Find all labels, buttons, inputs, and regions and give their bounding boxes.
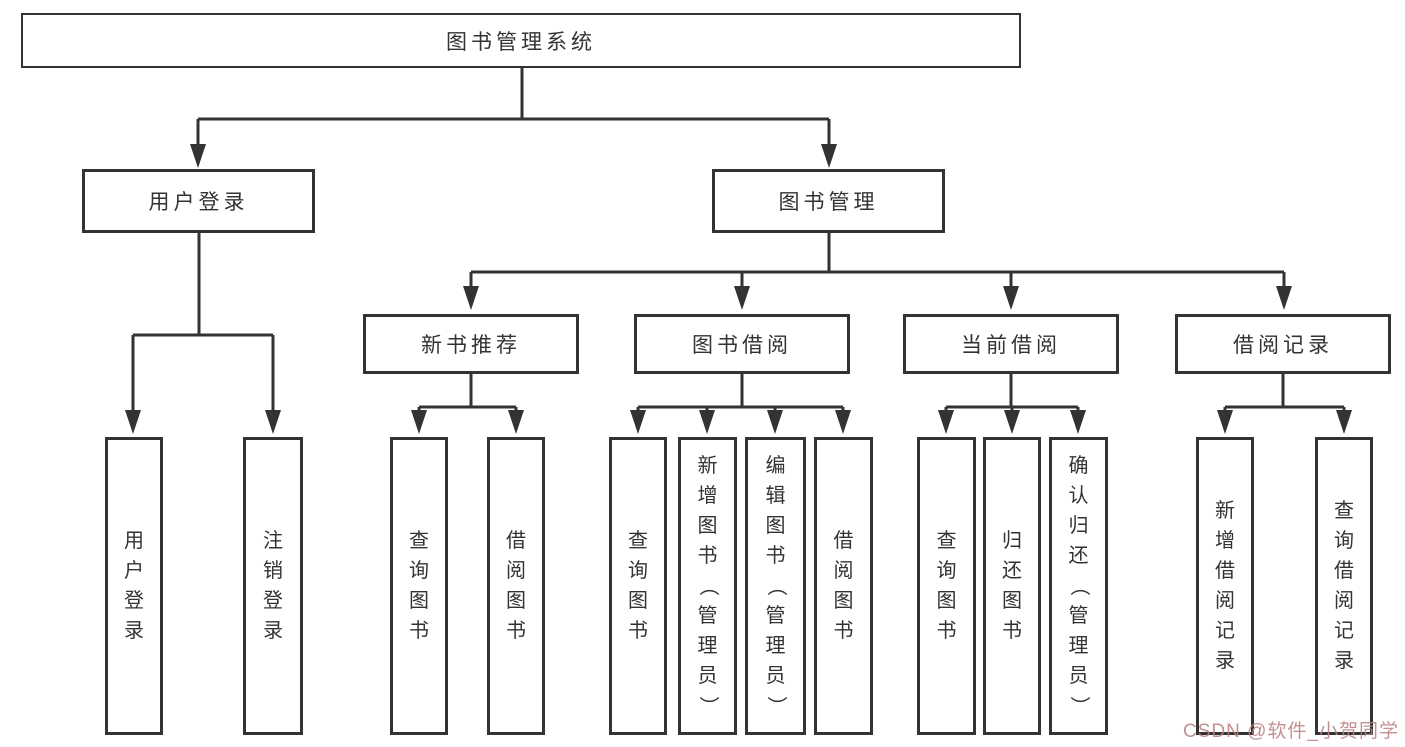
leaf-query-books-current: 查询图书 (917, 437, 976, 735)
leaf-logout: 注销登录 (243, 437, 303, 735)
node-borrow-records: 借阅记录 (1175, 314, 1391, 374)
leaf-query-books-recommend: 查询图书 (390, 437, 448, 735)
leaf-borrow-books-recommend: 借阅图书 (487, 437, 545, 735)
node-new-book-recommend: 新书推荐 (363, 314, 579, 374)
node-label: 图书借阅 (692, 334, 792, 357)
csdn-watermark: CSDN @软件_小贺同学 (1183, 721, 1399, 742)
node-root-library-system: 图书管理系统 (21, 13, 1021, 68)
leaf-borrow-books-borrowing: 借阅图书 (814, 437, 873, 735)
node-user-login: 用户登录 (82, 169, 315, 233)
leaf-query-books-borrowing: 查询图书 (609, 437, 667, 735)
node-label: 图书管理 (778, 191, 879, 214)
leaf-return-books: 归还图书 (983, 437, 1041, 735)
connector-bars (133, 68, 1344, 409)
leaf-user-login: 用户登录 (105, 437, 163, 735)
node-label: 借阅记录 (1233, 334, 1333, 357)
leaf-add-borrow-record: 新增借阅记录 (1196, 437, 1254, 735)
node-label: 当前借阅 (961, 334, 1061, 357)
node-label: 新书推荐 (421, 334, 521, 357)
node-current-borrowing: 当前借阅 (903, 314, 1119, 374)
node-label: 图书管理系统 (446, 30, 596, 54)
leaf-add-books-admin: 新增图书（管理员） (678, 437, 737, 735)
leaf-query-borrow-record: 查询借阅记录 (1315, 437, 1373, 735)
node-label: 用户登录 (148, 191, 249, 214)
connector-arrows (125, 119, 1352, 434)
node-book-borrowing: 图书借阅 (634, 314, 850, 374)
leaf-confirm-return-admin: 确认归还（管理员） (1049, 437, 1108, 735)
leaf-edit-books-admin: 编辑图书（管理员） (745, 437, 806, 735)
node-book-management: 图书管理 (712, 169, 945, 233)
